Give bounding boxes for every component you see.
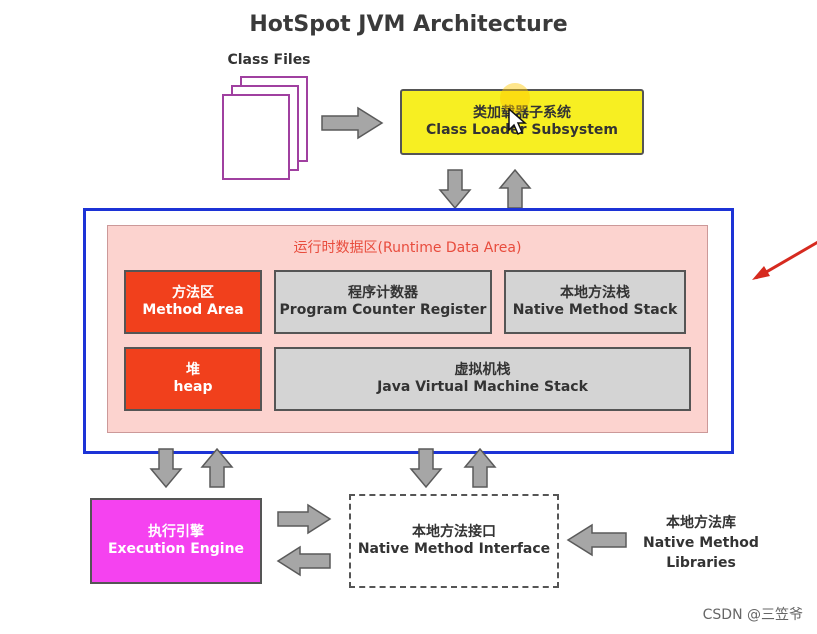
native-method-libraries-line1: 本地方法库 <box>666 515 736 531</box>
heap-label-en: heap <box>173 379 213 395</box>
program-counter-label-en: Program Counter Register <box>279 302 487 318</box>
arrow-up-interface-to-runtime <box>463 447 497 489</box>
arrow-left-interface-to-engine <box>276 545 332 577</box>
watermark: CSDN @三笠爷 <box>702 607 803 623</box>
program-counter-label-zh: 程序计数器 <box>348 285 418 301</box>
native-method-interface-label-en: Native Method Interface <box>357 541 551 557</box>
execution-engine-box: 执行引擎 Execution Engine <box>90 498 262 584</box>
arrow-left-libraries-to-interface <box>566 523 628 557</box>
arrow-down-loader-to-runtime <box>438 168 472 210</box>
diagram-title: HotSpot JVM Architecture <box>249 12 568 37</box>
arrow-down-runtime-to-interface <box>409 447 443 489</box>
native-method-libraries-line3: Libraries <box>666 555 736 571</box>
class-loader-label-zh: 类加载器子系统 <box>473 105 571 121</box>
program-counter-box: 程序计数器 Program Counter Register <box>274 270 492 334</box>
native-method-stack-label-zh: 本地方法栈 <box>560 285 630 301</box>
runtime-data-area-title: 运行时数据区(Runtime Data Area) <box>293 240 522 256</box>
jvm-stack-label-en: Java Virtual Machine Stack <box>377 379 588 395</box>
method-area-box: 方法区 Method Area <box>124 270 262 334</box>
arrow-right-engine-to-interface <box>276 503 332 535</box>
jvm-stack-box: 虚拟机栈 Java Virtual Machine Stack <box>274 347 691 411</box>
method-area-label-zh: 方法区 <box>172 285 214 301</box>
cursor-highlight <box>500 83 530 113</box>
jvm-stack-label-zh: 虚拟机栈 <box>454 362 511 378</box>
native-method-stack-label-en: Native Method Stack <box>512 302 678 318</box>
mouse-cursor-icon <box>508 107 528 140</box>
heap-box: 堆 heap <box>124 347 262 411</box>
method-area-label-en: Method Area <box>142 302 244 318</box>
red-pointer-arrow-icon <box>750 240 817 288</box>
arrow-right-to-loader <box>320 106 384 140</box>
arrow-down-runtime-to-engine <box>149 447 183 489</box>
native-method-libraries-label: 本地方法库 Native Method Libraries <box>626 513 776 573</box>
native-method-interface-label-zh: 本地方法接口 <box>412 524 496 540</box>
native-method-interface-box: 本地方法接口 Native Method Interface <box>349 494 559 588</box>
class-loader-label-en: Class Loader Subsystem <box>426 122 618 138</box>
execution-engine-label-en: Execution Engine <box>107 541 245 557</box>
arrow-up-runtime-to-loader <box>498 168 532 210</box>
native-method-stack-box: 本地方法栈 Native Method Stack <box>504 270 686 334</box>
execution-engine-label-zh: 执行引擎 <box>148 524 204 540</box>
arrow-up-engine-to-runtime <box>200 447 234 489</box>
class-files-label: Class Files <box>227 52 311 68</box>
heap-label-zh: 堆 <box>186 362 200 378</box>
native-method-libraries-line2: Native Method <box>643 535 759 551</box>
